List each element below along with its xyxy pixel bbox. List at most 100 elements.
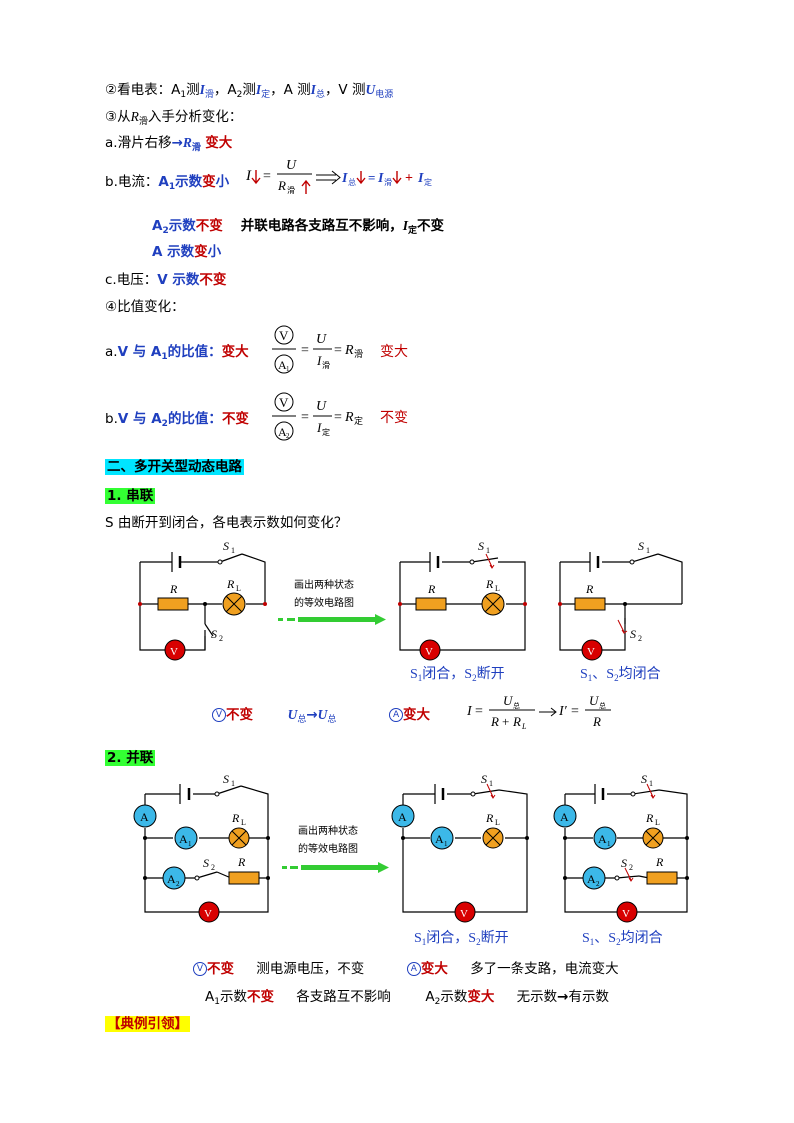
subheading-series: 1. 串联 (105, 488, 156, 504)
svg-text:V: V (204, 908, 212, 920)
line-current: b.电流：A1示数变小 (105, 174, 230, 192)
svg-text:2: 2 (286, 432, 290, 440)
svg-text:S: S (481, 772, 487, 786)
svg-text:2: 2 (219, 634, 223, 643)
parallel-summary-2: A1示数不变 各支路互不影响 A2示数变大 无示数→有示数 (205, 989, 609, 1007)
svg-text:A: A (587, 872, 596, 886)
svg-text:S: S (223, 539, 229, 553)
svg-text:1: 1 (489, 779, 493, 788)
question-series: S 由断开到闭合，各电表示数如何变化？ (105, 515, 348, 531)
svg-text:的等效电路图: 的等效电路图 (298, 842, 358, 855)
svg-text:R: R (344, 343, 354, 358)
svg-text:I: I (245, 168, 252, 184)
svg-text:S: S (478, 539, 484, 553)
svg-text:S: S (203, 856, 209, 870)
svg-text:+: + (502, 714, 509, 729)
svg-text:L: L (655, 818, 660, 827)
svg-text:总: 总 (513, 701, 520, 710)
svg-text:I: I (417, 171, 424, 186)
svg-text:A: A (598, 832, 607, 846)
svg-text:V: V (279, 328, 289, 343)
svg-text:V: V (279, 395, 289, 410)
subheading-parallel: 2. 并联 (105, 750, 156, 766)
svg-text:R: R (585, 582, 594, 596)
svg-text:R: R (485, 811, 494, 825)
ratio-b-result: 不变 (380, 410, 408, 426)
svg-text:R: R (277, 178, 286, 193)
svg-text:定: 定 (424, 177, 432, 187)
svg-text:A: A (435, 832, 444, 846)
svg-text:1: 1 (649, 779, 653, 788)
svg-text:2: 2 (629, 863, 633, 872)
svg-text:I: I (316, 353, 322, 368)
svg-text:+: + (405, 171, 413, 186)
svg-text:1: 1 (646, 546, 650, 555)
svg-text:L: L (521, 722, 527, 731)
svg-text:U: U (503, 693, 514, 708)
svg-text:=: = (334, 343, 342, 358)
caption-series-right: S1、S2均闭合 (580, 667, 661, 683)
svg-text:画出两种状态: 画出两种状态 (294, 578, 354, 591)
svg-text:A: A (179, 832, 188, 846)
svg-text:=: = (571, 704, 579, 719)
svg-text:U: U (316, 332, 327, 347)
svg-text:A: A (278, 358, 287, 372)
svg-text:=: = (475, 704, 483, 719)
svg-text:S: S (621, 856, 627, 870)
svg-text:A: A (278, 425, 287, 439)
svg-text:L: L (495, 818, 500, 827)
svg-text:=: = (263, 169, 271, 184)
svg-text:2: 2 (596, 880, 600, 888)
svg-text:R: R (344, 410, 354, 425)
ratio-a: a.V 与 A1的比值：变大 (105, 344, 249, 362)
ratio-a-result: 变大 (380, 344, 408, 360)
svg-text:R: R (485, 577, 494, 591)
svg-text:A: A (398, 810, 407, 824)
svg-text:A: A (140, 810, 149, 824)
svg-text:1: 1 (188, 840, 192, 848)
line-voltage: c.电压：V 示数不变 (105, 272, 227, 288)
svg-text:滑: 滑 (384, 177, 392, 187)
svg-text:I: I (466, 704, 473, 719)
svg-text:U: U (286, 158, 297, 173)
svg-text:的等效电路图: 的等效电路图 (294, 596, 354, 609)
ratio-b: b.V 与 A2的比值：不变 (105, 411, 249, 429)
svg-text:L: L (241, 818, 246, 827)
svg-text:R: R (645, 811, 654, 825)
svg-text:I: I (316, 420, 322, 435)
svg-text:R: R (226, 577, 235, 591)
svg-text:U: U (589, 693, 600, 708)
svg-text:R: R (231, 811, 240, 825)
svg-text:L: L (236, 584, 241, 593)
line-a2-unchanged: A2示数不变并联电路各支路互不影响，I定不变 (152, 218, 444, 236)
svg-text:S: S (641, 772, 647, 786)
svg-text:R: R (169, 582, 178, 596)
svg-text:I: I (377, 171, 384, 186)
example-tag: 【典例引领】 (105, 1016, 190, 1032)
line-slider-right: a.滑片右移→R滑 变大 (105, 135, 233, 153)
line-a-smaller: A 示数变小 (152, 244, 222, 260)
svg-text:2: 2 (638, 634, 642, 643)
caption-series-mid: S1闭合，S2断开 (410, 667, 505, 683)
svg-text:画出两种状态: 画出两种状态 (298, 824, 358, 837)
line-ratio-change: ④比值变化： (105, 299, 185, 315)
line-look-meters: ②看电表：A1测I滑，A2测I定，A 测I总，V 测U电源 (105, 82, 394, 100)
svg-text:R: R (237, 855, 246, 869)
svg-text:1: 1 (444, 840, 448, 848)
svg-text:=: = (301, 410, 309, 425)
svg-text:V: V (622, 908, 630, 920)
svg-text:R: R (655, 855, 664, 869)
line-analyze-from-r: ③从R滑入手分析变化： (105, 109, 243, 127)
svg-text:1: 1 (607, 840, 611, 848)
svg-text:1: 1 (231, 779, 235, 788)
svg-text:A: A (560, 810, 569, 824)
svg-text:I′: I′ (558, 704, 568, 719)
svg-text:滑: 滑 (322, 360, 330, 370)
